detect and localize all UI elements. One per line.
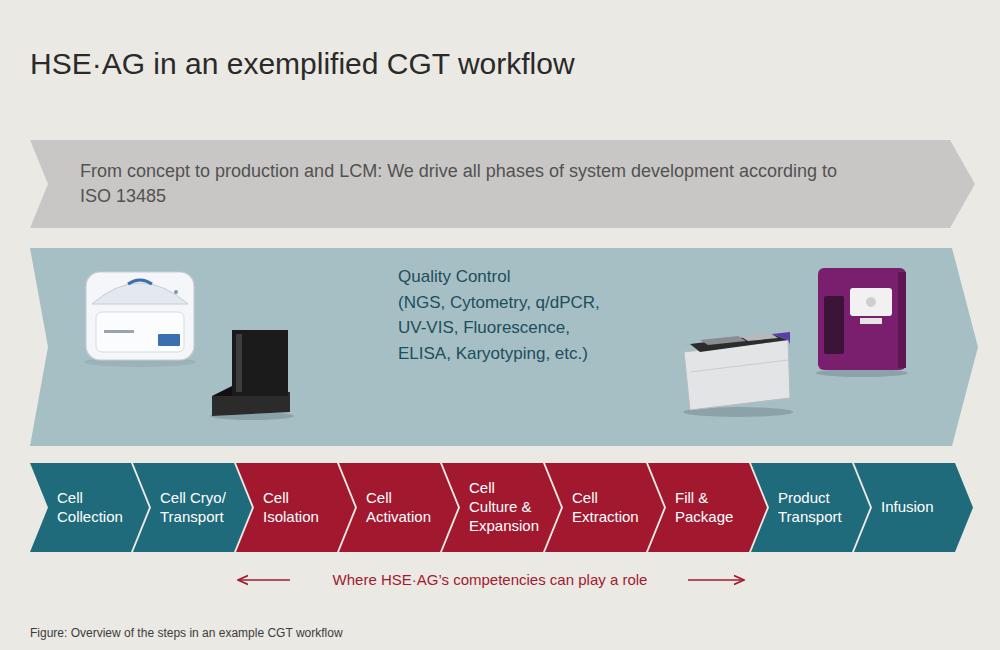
- indicator: [174, 290, 178, 294]
- shape-fill: [442, 463, 561, 552]
- shape-fill: [545, 463, 664, 552]
- front-panel: [96, 312, 184, 352]
- plate-instrument: [683, 332, 793, 417]
- body-seam: [690, 360, 788, 372]
- range-arrow-left: [238, 579, 290, 581]
- shape-fill: [854, 463, 973, 552]
- instrument-body: [684, 340, 790, 410]
- band-text: From concept to production and LCM: We d…: [80, 159, 860, 209]
- step-label: Cell Collection: [57, 489, 135, 527]
- step-label: Product Transport: [778, 489, 856, 527]
- instrument-body: [86, 272, 194, 360]
- microplate: [740, 333, 778, 341]
- shape-outline: [30, 140, 975, 228]
- shadow: [816, 369, 908, 377]
- workflow-step: Cell Extraction: [545, 463, 664, 552]
- analyzer-side: [898, 272, 906, 368]
- step-label: Cell Activation: [366, 489, 444, 527]
- step-label: Cell Isolation: [263, 489, 341, 527]
- black-accessory: [210, 330, 294, 420]
- shadow: [84, 357, 196, 367]
- development-band: From concept to production and LCM: We d…: [30, 140, 975, 228]
- workflow-step: Product Transport: [751, 463, 870, 552]
- shape-fill: [339, 463, 458, 552]
- analyzer-body: [818, 268, 906, 370]
- step-label: Infusion: [881, 498, 959, 517]
- instrument-lid: [92, 283, 188, 304]
- accessory-ramp: [212, 386, 232, 396]
- range-arrow-right: [688, 579, 744, 581]
- lid-accent: [128, 280, 152, 284]
- workflow-step: Cell Culture & Expansion: [442, 463, 561, 552]
- range-note: Where HSE·AG’s competencies can play a r…: [300, 571, 680, 588]
- figure-caption: Figure: Overview of the steps in an exam…: [30, 626, 343, 640]
- accessory-body: [232, 330, 288, 396]
- workflow-step: Cell Collection: [30, 463, 149, 552]
- panel-marking: [104, 330, 134, 333]
- band-heading: Quality Control: [398, 264, 658, 290]
- shadow: [210, 412, 294, 420]
- diagram-title: HSE·AG in an exemplified CGT workflow: [30, 47, 575, 81]
- purple-accent: [772, 332, 790, 344]
- workflow-step: Fill & Package: [648, 463, 767, 552]
- workflow-step: Infusion: [854, 463, 973, 552]
- shape-fill: [30, 463, 149, 552]
- quality-control-band: Quality Control(NGS, Cytometry, q/dPCR, …: [30, 248, 978, 446]
- shape-fill: [30, 248, 978, 446]
- shape-fill: [30, 140, 975, 228]
- sample-slot: [824, 296, 844, 354]
- workflow-step: Cell Cryo/ Transport: [133, 463, 252, 552]
- step-label: Cell Extraction: [572, 489, 650, 527]
- purple-analyzer: [816, 268, 908, 377]
- shape-fill: [648, 463, 767, 552]
- shape-fill: [133, 463, 252, 552]
- plate-deck: [690, 334, 788, 352]
- shadow: [683, 407, 793, 417]
- qpcr-instrument: [84, 272, 196, 367]
- accessory-base: [212, 392, 290, 416]
- shape-fill: [236, 463, 355, 552]
- step-label: Cell Cryo/ Transport: [160, 489, 238, 527]
- front-panel: [850, 288, 892, 316]
- band-text: (NGS, Cytometry, q/dPCR, UV-VIS, Fluores…: [398, 290, 626, 367]
- panel-knob: [866, 297, 876, 307]
- panel-tray: [860, 318, 882, 324]
- step-label: Cell Culture & Expansion: [469, 479, 547, 535]
- workflow-step: Cell Isolation: [236, 463, 355, 552]
- microplate: [700, 336, 746, 345]
- accessory-highlight: [236, 334, 242, 392]
- step-label: Fill & Package: [675, 489, 753, 527]
- shape-fill: [751, 463, 870, 552]
- logo-block: [158, 334, 180, 346]
- workflow-step: Cell Activation: [339, 463, 458, 552]
